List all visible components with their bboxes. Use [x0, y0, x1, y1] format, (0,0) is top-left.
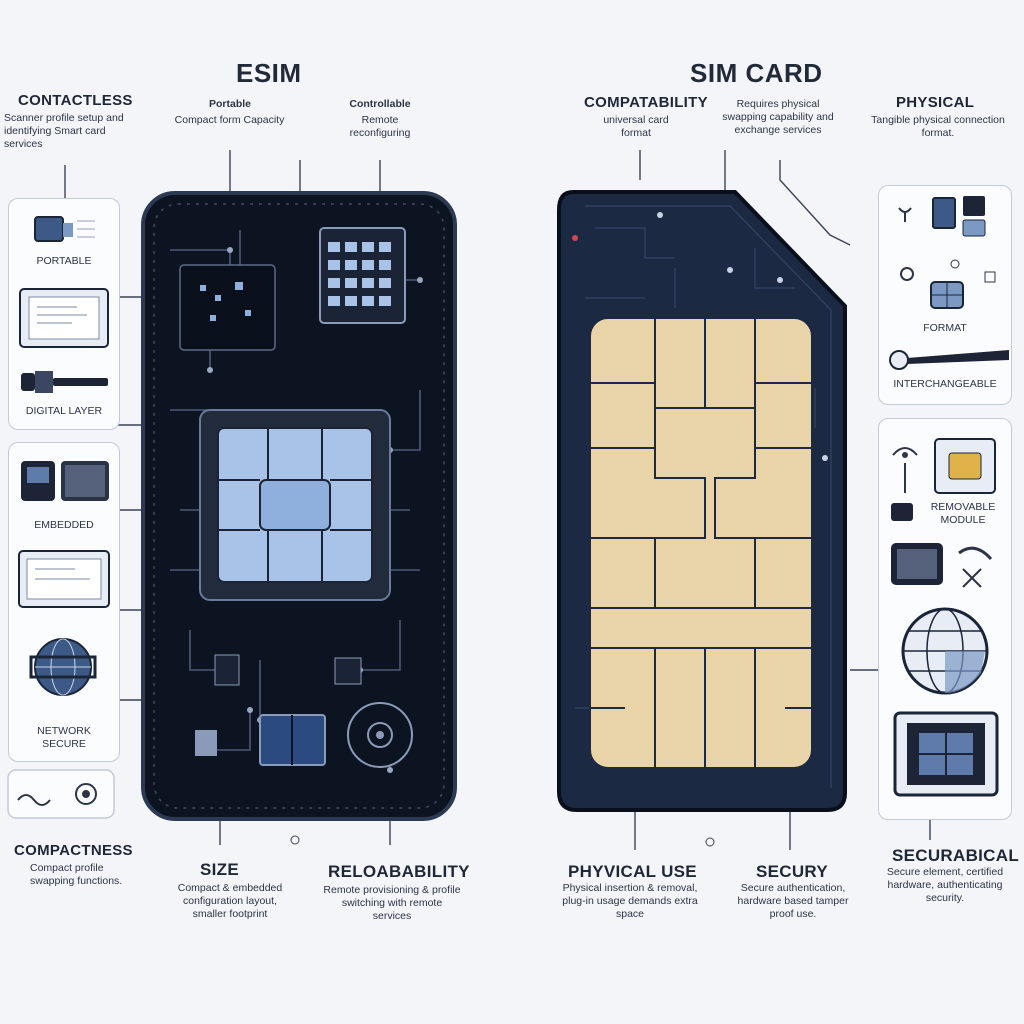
sim-compatibility-heading: COMPATABILITY [584, 94, 708, 111]
esim-side-label-3: EMBEDDED [34, 519, 94, 531]
esim-contactless-heading: CONTACTLESS [18, 92, 133, 109]
esim-side-label-2: DIGITAL LAYER [25, 405, 103, 417]
sim-physical-heading: PHYSICAL [896, 94, 975, 111]
esim-title: ESIM [236, 58, 302, 88]
esim-portable-text: Compact form Capacity [174, 114, 285, 126]
tool-icons [900, 259, 996, 283]
sim-ejector-pin-icon [889, 350, 1009, 370]
esim-circuit-board [141, 191, 457, 821]
esim-size-heading: SIZE [200, 860, 239, 879]
small-chip-icon [891, 503, 913, 521]
esim-reliability-heading: RELOABABILITY [328, 862, 470, 881]
sim-tray-icon [34, 216, 95, 242]
sim-secure-text: Secure element, certified hardware, auth… [886, 866, 1004, 904]
sim-adapter-icon [892, 438, 996, 494]
sim-slot-icons [898, 196, 986, 237]
sim-physical-use-heading: PHYVICAL USE [568, 862, 697, 881]
sim-secure-heading: SECURABICAL [892, 846, 1020, 865]
esim-controllable-text: Remote reconfiguring [349, 114, 411, 139]
contactless-wave-icon [7, 769, 115, 819]
esim-contactless-text: Scanner profile setup and identifying Sm… [4, 112, 124, 150]
esim-compactness-heading: COMPACTNESS [14, 842, 133, 859]
chip-icon [930, 281, 964, 309]
sim-side-label-2: INTERCHANGEABLE [893, 378, 997, 390]
esim-side-panel-top: PORTABLE DIGITAL LAYER [8, 198, 120, 430]
chip-reader-icon [891, 543, 993, 588]
sim-side-panel-bottom: REMOVABLE MODULE [878, 418, 1012, 820]
sim-security-text: Secure authentication, hardware based ta… [737, 882, 849, 920]
card-reader-icon [19, 288, 109, 348]
globe-network-icon [29, 638, 97, 696]
sim-physical-use-text: Physical insertion & removal, plug-in us… [562, 882, 698, 920]
usb-key-icon [21, 371, 108, 393]
esim-reliability-text: Remote provisioning & profile switching … [323, 884, 461, 922]
sim-card-title: SIM CARD [690, 58, 823, 88]
sim-side-label-1: FORMAT [923, 322, 967, 334]
sim-physical-text: Tangible physical connection format. [871, 114, 1005, 139]
esim-side-panel-bottom: EMBEDDED NETWORK SECURE [8, 442, 120, 762]
sim-side-panel-top: FORMAT INTERCHANGEABLE [878, 185, 1012, 405]
esim-controllable-heading: Controllable [349, 98, 411, 110]
sim-compatibility-text: universal card format [603, 114, 669, 139]
globe-icon [901, 607, 989, 695]
secure-element-icon [893, 711, 999, 797]
sim-side-label-3: REMOVABLE MODULE [930, 501, 996, 526]
chip-module-icon [21, 461, 109, 501]
sim-security-heading: SECURY [756, 862, 829, 881]
esim-side-label-4: NETWORK SECURE [37, 725, 91, 750]
esim-side-label-1: PORTABLE [36, 255, 92, 267]
esim-compactness-text: Compact profile swapping functions. [30, 862, 123, 887]
esim-size-text: Compact & embedded configuration layout,… [177, 882, 283, 920]
sim-card-graphic [557, 190, 847, 812]
sim-swap-text: Requires physical swapping capability an… [722, 98, 834, 136]
esim-portable-heading: Portable [208, 98, 251, 110]
id-card-icon [18, 550, 110, 608]
